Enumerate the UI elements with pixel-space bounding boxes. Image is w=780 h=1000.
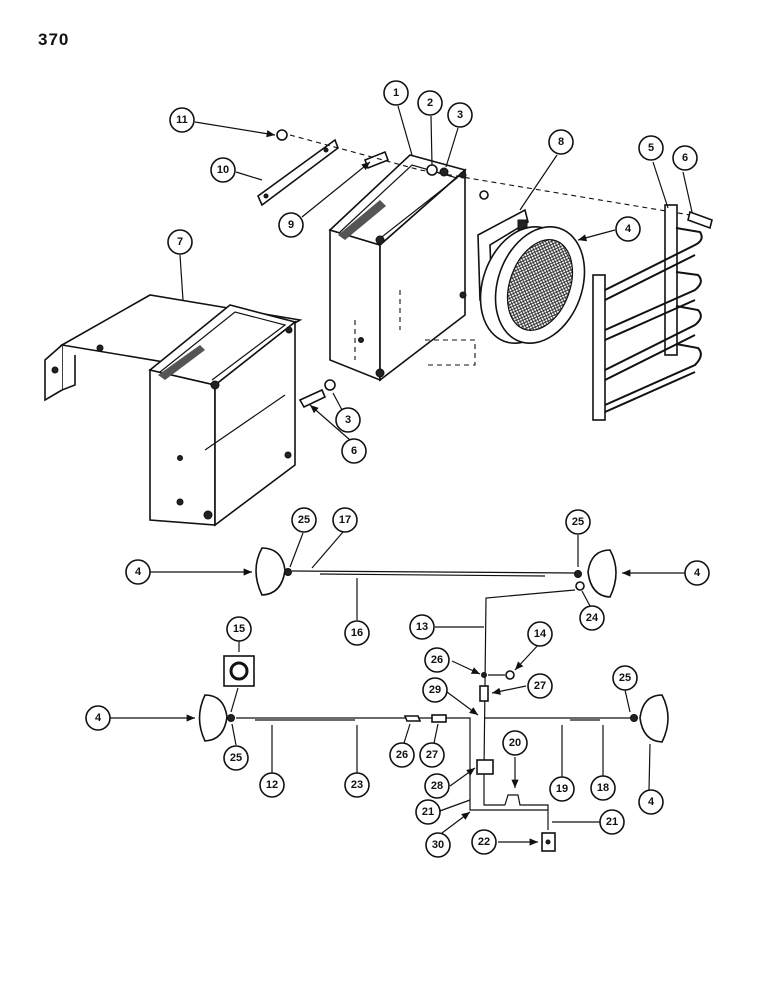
svg-text:26: 26	[431, 654, 443, 666]
svg-text:21: 21	[422, 806, 434, 818]
svg-text:27: 27	[534, 680, 546, 692]
svg-text:1: 1	[393, 87, 399, 99]
callout-28: 28	[424, 773, 450, 799]
upper-leaders	[179, 105, 693, 441]
housing-box-1	[328, 154, 476, 382]
callout-19: 19	[549, 776, 575, 802]
callout-7: 7	[167, 229, 193, 255]
svg-text:17: 17	[339, 514, 351, 526]
callout-5: 5	[638, 135, 664, 161]
callout-22: 22	[471, 829, 497, 855]
svg-text:22: 22	[478, 836, 490, 848]
svg-text:10: 10	[217, 164, 229, 176]
callout-4: 4	[615, 216, 641, 242]
callout-17: 17	[332, 507, 358, 533]
wiring-diagram	[110, 547, 685, 852]
svg-text:23: 23	[351, 779, 363, 791]
callout-27: 27	[527, 673, 553, 699]
svg-text:8: 8	[558, 136, 564, 148]
callout-25: 25	[565, 509, 591, 535]
svg-text:18: 18	[597, 782, 609, 794]
svg-text:5: 5	[648, 142, 654, 154]
callout-26: 26	[424, 647, 450, 673]
callout-25: 25	[612, 665, 638, 691]
lamp-assembly-4	[477, 190, 586, 344]
svg-text:15: 15	[233, 623, 245, 635]
callout-2: 2	[417, 90, 443, 116]
callout-3: 3	[447, 102, 473, 128]
svg-text:29: 29	[429, 684, 441, 696]
callout-23: 23	[344, 772, 370, 798]
svg-text:9: 9	[288, 219, 294, 231]
svg-text:28: 28	[431, 780, 443, 792]
svg-text:4: 4	[95, 712, 102, 724]
svg-text:30: 30	[432, 839, 444, 851]
callout-11: 11	[169, 107, 195, 133]
svg-text:25: 25	[298, 514, 310, 526]
callout-29: 29	[422, 677, 448, 703]
svg-text:25: 25	[572, 516, 584, 528]
callout-6: 6	[672, 145, 698, 171]
svg-text:25: 25	[619, 672, 631, 684]
callout-16: 16	[344, 620, 370, 646]
svg-text:13: 13	[416, 621, 428, 633]
lamp-guard-5	[592, 204, 713, 421]
svg-text:16: 16	[351, 627, 363, 639]
svg-text:4: 4	[694, 567, 701, 579]
callout-1: 1	[383, 80, 409, 106]
mounting-box-7	[44, 294, 303, 527]
svg-text:4: 4	[648, 796, 655, 808]
callout-25: 25	[291, 507, 317, 533]
svg-text:3: 3	[345, 414, 351, 426]
callout-18: 18	[590, 775, 616, 801]
callout-4: 4	[638, 789, 664, 815]
callout-30: 30	[425, 832, 451, 858]
callout-21: 21	[599, 809, 625, 835]
callout-25: 25	[223, 745, 249, 771]
svg-text:20: 20	[509, 737, 521, 749]
svg-text:27: 27	[426, 749, 438, 761]
svg-text:12: 12	[266, 779, 278, 791]
svg-text:24: 24	[586, 612, 599, 624]
callout-26: 26	[389, 742, 415, 768]
callout-21: 21	[415, 799, 441, 825]
svg-text:4: 4	[135, 566, 142, 578]
svg-text:2: 2	[427, 97, 433, 109]
svg-text:6: 6	[351, 445, 357, 457]
svg-text:3: 3	[457, 109, 463, 121]
callout-3: 3	[335, 407, 361, 433]
callout-24: 24	[579, 605, 605, 631]
hardware-top	[257, 129, 691, 216]
svg-text:14: 14	[534, 628, 547, 640]
callout-12: 12	[259, 772, 285, 798]
callout-8: 8	[548, 129, 574, 155]
callout-27: 27	[419, 742, 445, 768]
callout-6: 6	[341, 438, 367, 464]
svg-text:6: 6	[682, 152, 688, 164]
callout-10: 10	[210, 157, 236, 183]
callout-4: 4	[125, 559, 151, 585]
page-number: 370	[38, 30, 70, 49]
callout-20: 20	[502, 730, 528, 756]
hardware-bottom	[298, 379, 336, 409]
svg-text:7: 7	[177, 236, 183, 248]
svg-text:19: 19	[556, 783, 568, 795]
svg-text:21: 21	[606, 816, 618, 828]
svg-text:4: 4	[625, 223, 632, 235]
svg-text:25: 25	[230, 752, 242, 764]
callout-9: 9	[278, 212, 304, 238]
svg-text:11: 11	[176, 114, 188, 126]
callout-15: 15	[226, 616, 252, 642]
svg-text:26: 26	[396, 749, 408, 761]
callout-13: 13	[409, 614, 435, 640]
callout-4: 4	[684, 560, 710, 586]
callout-14: 14	[527, 621, 553, 647]
wiring-leaders	[231, 531, 651, 791]
callout-4: 4	[85, 705, 111, 731]
